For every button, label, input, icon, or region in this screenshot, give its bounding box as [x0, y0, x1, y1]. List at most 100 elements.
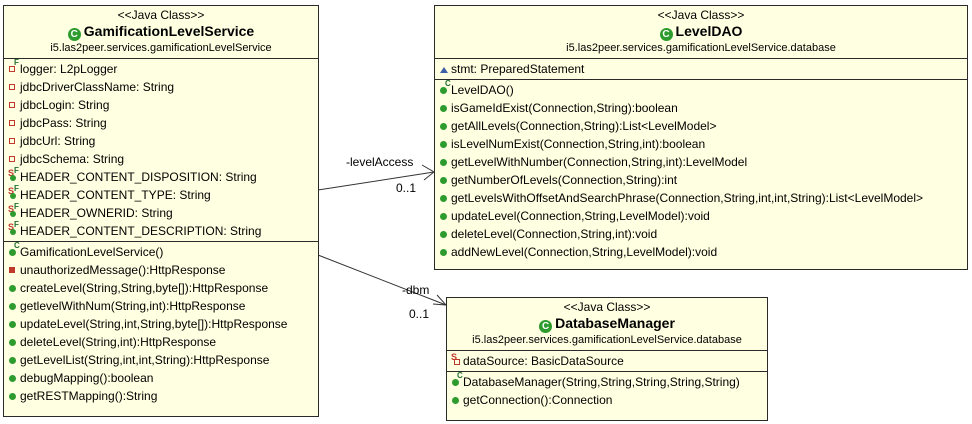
public-method-icon: [8, 279, 20, 297]
public-method-icon: [439, 225, 451, 243]
private-field-icon: [8, 150, 20, 168]
public-method-icon: [8, 351, 20, 369]
member-text: isGameIdExist(Connection,String):boolean: [451, 101, 678, 115]
field-row[interactable]: jdbcDriverClassName: String: [8, 78, 318, 96]
member-text: jdbcUrl: String: [20, 134, 96, 148]
association-role-dbm: -dbm: [402, 283, 430, 297]
public-method-icon: [439, 153, 451, 171]
method-row[interactable]: getNumberOfLevels(Connection,String):int: [439, 171, 967, 189]
member-text: isLevelNumExist(Connection,String,int):b…: [451, 137, 706, 151]
member-text: HEADER_CONTENT_DESCRIPTION: String: [20, 224, 262, 238]
method-row[interactable]: getlevelWithNum(String,int):HttpResponse: [8, 297, 318, 315]
method-row[interactable]: getLevelsWithOffsetAndSearchPhrase(Conne…: [439, 189, 967, 207]
constructor-icon: C: [8, 242, 20, 261]
association-role-levelaccess: -levelAccess: [346, 155, 414, 169]
arrowhead-dbm: [432, 294, 448, 306]
member-text: jdbcDriverClassName: String: [20, 80, 175, 94]
member-text: getRESTMapping():String: [20, 389, 158, 403]
method-row[interactable]: unauthorizedMessage():HttpResponse: [8, 261, 318, 279]
method-row[interactable]: getLevelWithNumber(Connection,String,int…: [439, 153, 967, 171]
member-text: updateLevel(String,int,String,byte[]):Ht…: [20, 317, 288, 331]
member-text: HEADER_CONTENT_DISPOSITION: String: [20, 170, 257, 184]
member-text: deleteLevel(String,int):HttpResponse: [20, 335, 217, 349]
method-row[interactable]: getConnection():Connection: [451, 391, 767, 409]
member-text: dataSource: BasicDataSource: [463, 354, 624, 368]
fields-section: stmt: PreparedStatement: [435, 59, 967, 79]
class-name-text: LevelDAO: [675, 23, 743, 39]
private-field-icon: [8, 78, 20, 96]
class-name-text: GamificationLevelService: [83, 23, 255, 39]
method-row[interactable]: getLevelList(String,int,int,String):Http…: [8, 351, 318, 369]
member-text: GamificationLevelService(): [20, 245, 164, 259]
package-field-icon: [439, 60, 451, 78]
member-text: updateLevel(Connection,String,LevelModel…: [451, 209, 710, 223]
private-field-icon: [8, 114, 20, 132]
member-text: logger: L2pLogger: [20, 62, 118, 76]
method-row[interactable]: updateLevel(String,int,String,byte[]):Ht…: [8, 315, 318, 333]
method-row[interactable]: getAllLevels(Connection,String):List<Lev…: [439, 117, 967, 135]
class-icon: C: [539, 320, 553, 333]
field-row[interactable]: jdbcLogin: String: [8, 96, 318, 114]
association-multiplicity-levelaccess: 0..1: [396, 181, 417, 195]
association-multiplicity-dbm: 0..1: [409, 307, 430, 321]
member-text: addNewLevel(Connection,String,LevelModel…: [451, 245, 718, 259]
field-row[interactable]: jdbcUrl: String: [8, 132, 318, 150]
member-text: getNumberOfLevels(Connection,String):int: [451, 173, 678, 187]
member-text: LevelDAO(): [451, 83, 514, 97]
private-field-icon: [8, 96, 20, 114]
member-text: getLevelWithNumber(Connection,String,int…: [451, 155, 748, 169]
field-row[interactable]: stmt: PreparedStatement: [439, 60, 967, 78]
package-name: i5.las2peer.services.gamificationLevelSe…: [472, 334, 742, 346]
association-line-dbm: [317, 254, 447, 306]
private-field-icon: [8, 132, 20, 150]
class-icon: C: [659, 28, 673, 41]
member-text: HEADER_CONTENT_TYPE: String: [20, 188, 211, 202]
method-row[interactable]: addNewLevel(Connection,String,LevelModel…: [439, 243, 967, 261]
method-row[interactable]: debugMapping():boolean: [8, 369, 318, 387]
member-text: jdbcPass: String: [20, 116, 107, 130]
stereotype-label: <<Java Class>>: [657, 8, 745, 22]
method-row[interactable]: isLevelNumExist(Connection,String,int):b…: [439, 135, 967, 153]
method-row[interactable]: getRESTMapping():String: [8, 387, 318, 405]
method-row[interactable]: updateLevel(Connection,String,LevelModel…: [439, 207, 967, 225]
member-text: getLevelsWithOffsetAndSearchPhrase(Conne…: [451, 191, 924, 205]
public-method-icon: [439, 189, 451, 207]
constructor-icon: C: [451, 372, 463, 391]
package-name: i5.las2peer.services.gamificationLevelSe…: [50, 42, 272, 54]
public-method-icon: [439, 243, 451, 261]
field-row[interactable]: jdbcPass: String: [8, 114, 318, 132]
method-row[interactable]: deleteLevel(Connection,String,int):void: [439, 225, 967, 243]
association-line-levelaccess: [317, 171, 435, 191]
field-row[interactable]: jdbcSchema: String: [8, 150, 318, 168]
method-row[interactable]: isGameIdExist(Connection,String):boolean: [439, 99, 967, 117]
member-text: DatabaseManager(String,String,String,Str…: [463, 375, 740, 389]
member-text: getlevelWithNum(String,int):HttpResponse: [20, 299, 246, 313]
public-method-icon: [8, 387, 20, 405]
method-row[interactable]: createLevel(String,String,byte[]):HttpRe…: [8, 279, 318, 297]
method-row[interactable]: deleteLevel(String,int):HttpResponse: [8, 333, 318, 351]
